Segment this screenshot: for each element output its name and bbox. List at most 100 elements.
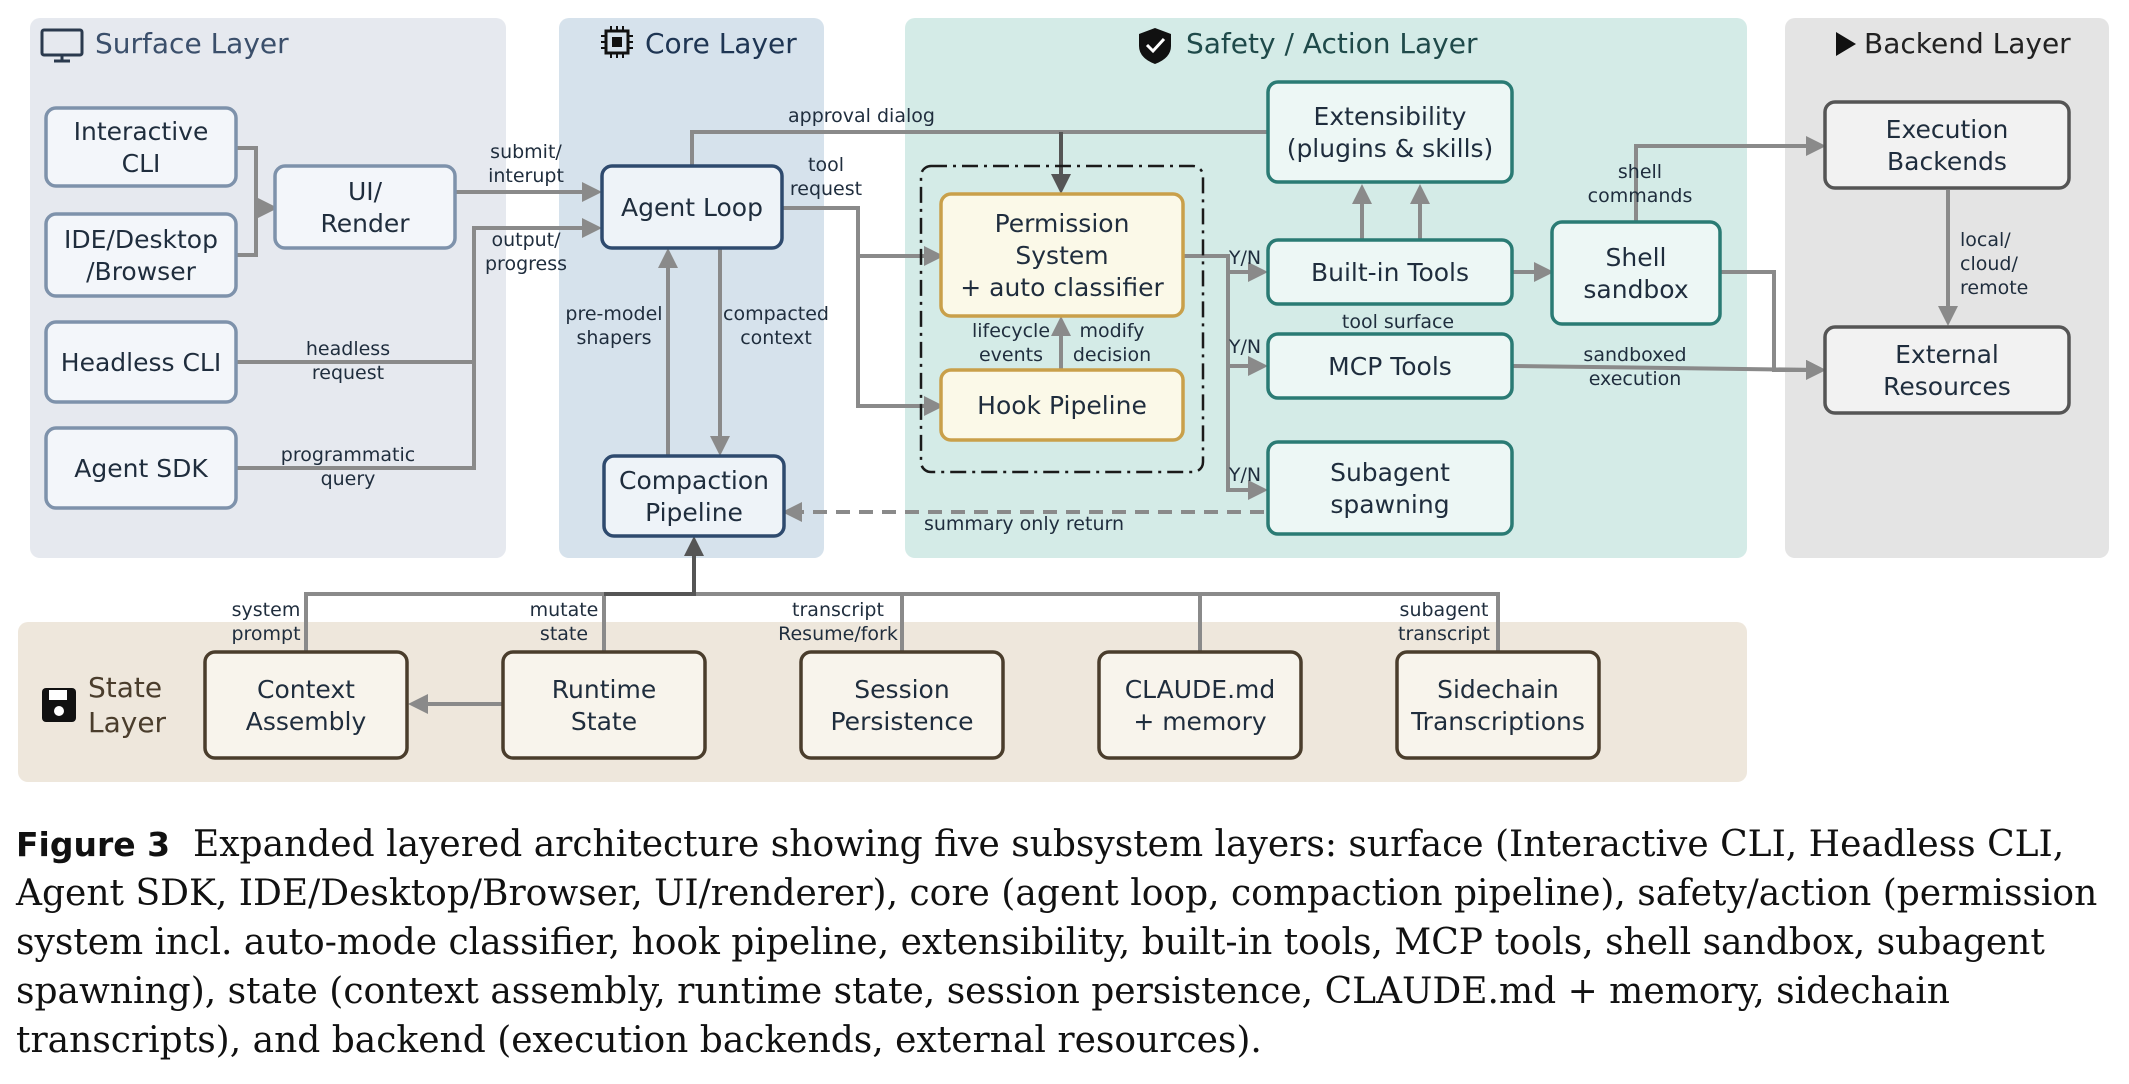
permission-system-box-label: + auto classifier (960, 273, 1164, 302)
state-layer-title-line2: Layer (88, 706, 167, 739)
ide-desktop-browser-box: IDE/Desktop/Browser (44, 212, 238, 298)
output-progress-label: output/ (491, 229, 561, 251)
agent-loop-box-label: Agent Loop (621, 193, 763, 222)
extensibility-box-label: Extensibility (1314, 102, 1467, 131)
yes-no-builtin-label: Y/N (1228, 247, 1261, 269)
state-bus-to-compaction (604, 536, 704, 596)
external-resources-box-frame (1823, 325, 2071, 415)
arrow-ide-to-ui (236, 208, 258, 257)
yes-no-subagent-label: Y/N (1228, 464, 1261, 486)
interactive-cli-box-frame (44, 106, 238, 188)
ui-render-box: UI/Render (273, 164, 457, 250)
agent-sdk-box: Agent SDK (44, 426, 238, 510)
pre-model-shapers-label: pre-model (565, 303, 662, 325)
transcript-resume-fork-label: Resume/fork (778, 623, 898, 645)
claude-md-memory-box-label: + memory (1133, 707, 1267, 736)
runtime-state-box-label: Runtime (552, 675, 656, 704)
interactive-cli-box-label: CLI (122, 149, 161, 178)
shell-sandbox-box-label: Shell (1606, 243, 1667, 272)
architecture-diagram: Surface Layer Core Layer Safety / Action… (18, 18, 2109, 782)
arrow-tool-request-to-hook (856, 256, 944, 416)
mcp-tools-box: MCP Tools (1266, 332, 1514, 400)
shell-commands-label: shell (1618, 161, 1662, 183)
headless-request-label: request (312, 362, 384, 384)
play-icon (1836, 32, 1856, 56)
system-prompt-label: prompt (231, 623, 300, 645)
transcript-resume-fork-label: transcript (792, 599, 884, 621)
arrow-tool-request (783, 206, 944, 266)
subagent-spawning-box: Subagent spawning (1266, 440, 1514, 536)
execution-backends-box-frame (1823, 100, 2071, 190)
sidechain-transcriptions-box-label: Transcriptions (1410, 707, 1585, 736)
summary-only-return-label: summary only return (924, 513, 1124, 535)
hook-pipeline-box: Hook Pipeline (939, 368, 1185, 442)
mcp-tools-box-label: MCP Tools (1328, 352, 1452, 381)
claude-md-memory-box-frame (1097, 650, 1303, 760)
builtin-tools-box-label: Built-in Tools (1311, 258, 1469, 287)
hook-pipeline-box-label: Hook Pipeline (977, 391, 1147, 420)
ide-desktop-browser-box-frame (44, 212, 238, 298)
session-persistence-box-label: Persistence (831, 707, 974, 736)
arrow-permission-to-subagent (1226, 366, 1268, 500)
sidechain-transcriptions-box-label: Sidechain (1437, 675, 1559, 704)
runtime-state-box-label: State (571, 707, 637, 736)
subagent-spawning-box-label: Subagent (1330, 458, 1450, 487)
system-prompt-label: system (232, 599, 301, 621)
local-cloud-remote-label: cloud/ (1960, 253, 2018, 275)
ui-render-box-label: Render (320, 209, 410, 238)
figure-caption: Figure 3 Expanded layered architecture s… (16, 820, 2111, 1065)
subagent-spawning-box-label: spawning (1330, 490, 1449, 519)
lifecycle-events-label: events (979, 344, 1043, 366)
compaction-pipeline-box-frame (602, 454, 786, 538)
sidechain-transcriptions-box-frame (1395, 650, 1601, 760)
headless-cli-box-frame (44, 320, 238, 404)
arrow-headless-to-agent-loop (236, 218, 602, 364)
compaction-pipeline-box-label: Pipeline (645, 498, 743, 527)
approval-dialog-label: approval dialog (788, 105, 935, 127)
yes-no-mcp-label: Y/N (1228, 336, 1261, 358)
extensibility-box-label: (plugins & skills) (1287, 134, 1494, 163)
shell-commands-label: commands (1588, 185, 1693, 207)
headless-cli-box: Headless CLI (44, 320, 238, 404)
arrow-mcp-to-external (1511, 359, 1826, 380)
mutate-state-label: state (540, 623, 588, 645)
chip-icon (601, 26, 633, 58)
mutate-state-label: mutate (530, 599, 599, 621)
backend-layer-title: Backend Layer (1864, 27, 2071, 60)
builtin-tools-box-frame (1266, 238, 1514, 306)
extensibility-box-frame (1266, 80, 1514, 184)
floppy-disk-icon (42, 688, 76, 722)
external-resources-box-label: External (1895, 340, 1999, 369)
shell-sandbox-box-label: sandbox (1583, 275, 1688, 304)
ide-desktop-browser-box-label: IDE/Desktop (64, 225, 218, 254)
ui-render-box-frame (273, 164, 457, 250)
builtin-tools-box: Built-in Tools (1266, 238, 1514, 306)
permission-system-box-label: Permission (995, 209, 1130, 238)
output-progress-label: progress (485, 253, 567, 275)
programmatic-query-label: programmatic (281, 444, 415, 466)
claude-md-memory-box-label: CLAUDE.md (1125, 675, 1276, 704)
arrow-shell-to-exec (1634, 136, 1826, 222)
sandboxed-execution-label: sandboxed (1583, 344, 1686, 366)
ui-render-box-label: UI/ (348, 177, 383, 206)
execution-backends-box-label: Backends (1887, 147, 2007, 176)
interactive-cli-box-label: Interactive (74, 117, 209, 146)
claude-md-memory-box: CLAUDE.md + memory (1097, 650, 1303, 760)
safety-layer-title: Safety / Action Layer (1186, 27, 1478, 60)
modify-decision-label: modify (1079, 320, 1144, 342)
agent-loop-box-frame (600, 164, 784, 250)
core-layer-panel (559, 18, 824, 558)
execution-backends-box-label: Execution (1886, 115, 2009, 144)
tool-request-label: request (790, 178, 862, 200)
session-persistence-box-label: Session (854, 675, 949, 704)
monitor-icon (40, 28, 84, 63)
submit-interrupt-label: submit/ (490, 141, 562, 163)
runtime-state-box-frame (501, 650, 707, 760)
permission-hook-group (919, 164, 1205, 474)
